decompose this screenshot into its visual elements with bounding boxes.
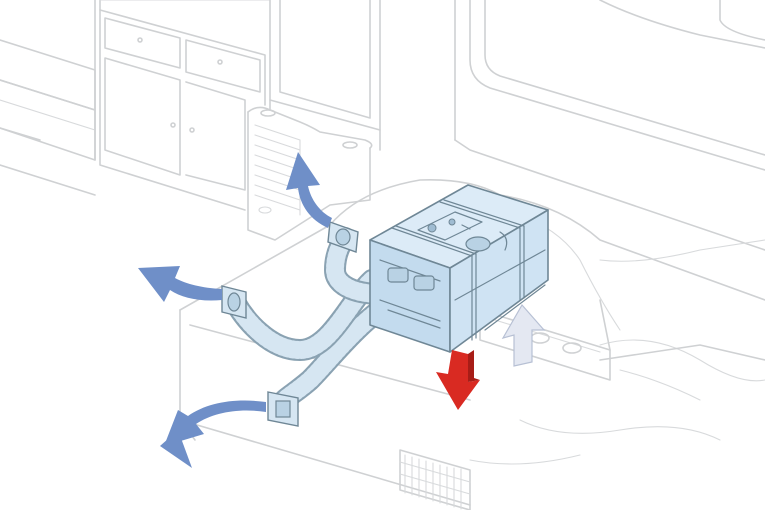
exhaust-airflow [436, 350, 480, 410]
heater-unit [369, 184, 549, 353]
intake-airflow [501, 303, 546, 367]
wall-shelf [0, 0, 96, 196]
outlet-flange-front [267, 391, 299, 427]
curved-arrow-icon [138, 266, 222, 302]
outlet-airflow-arrows [138, 152, 332, 468]
curved-arrow-icon [160, 400, 266, 468]
wardrobe [269, 0, 381, 151]
outlet-flange-top [327, 221, 359, 253]
floor-vent [399, 449, 471, 510]
kitchen-cabinet [99, 0, 271, 211]
curved-arrow-icon [286, 152, 332, 228]
outlet-flange-left [221, 285, 247, 319]
arrow-up-icon [501, 303, 546, 367]
outlet-flanges [221, 221, 359, 427]
grille-box [247, 106, 373, 241]
arrow-down-icon [436, 350, 480, 410]
window-frame [454, 0, 765, 171]
